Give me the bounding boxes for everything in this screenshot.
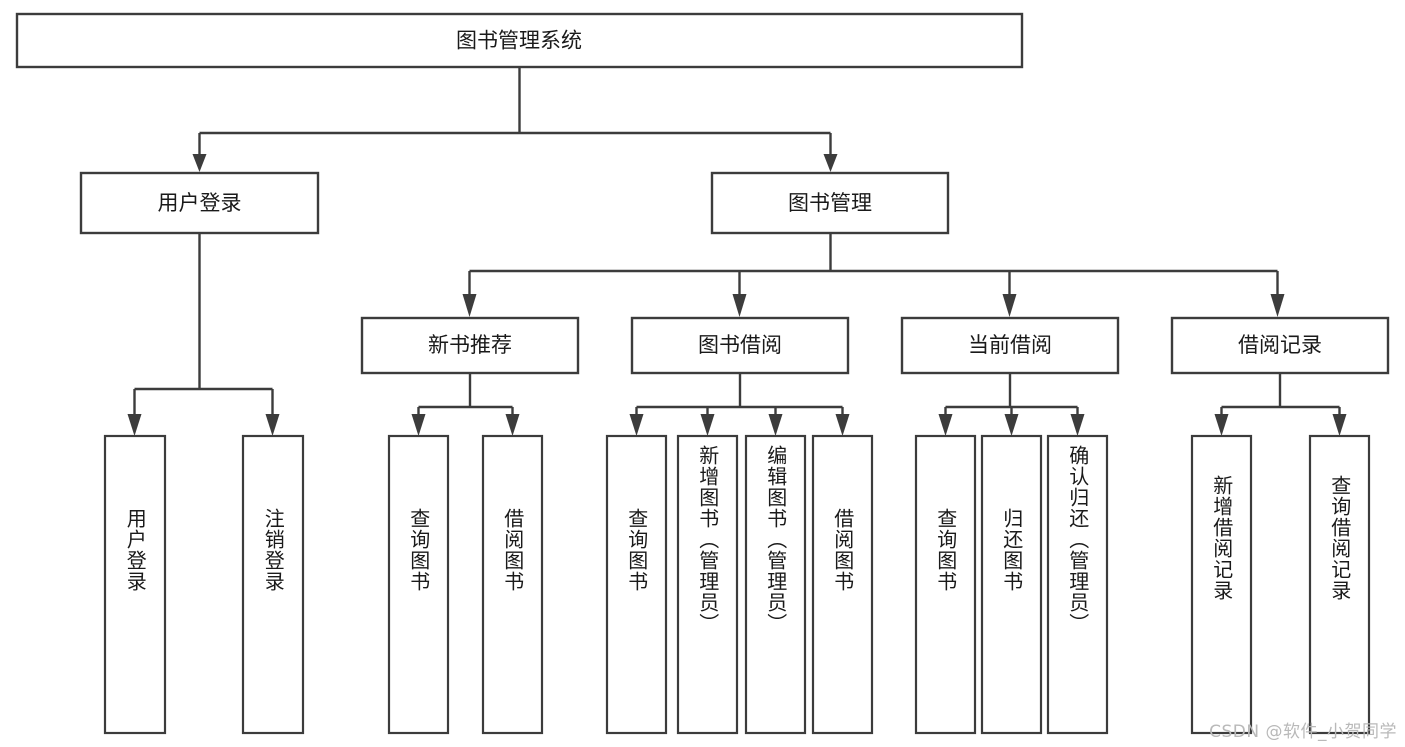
arrow-head-leaf-borrow-book-rec bbox=[505, 414, 520, 436]
arrow-head-leaf-query-book-current bbox=[938, 414, 953, 436]
node-user-login-label: 用户登录 bbox=[158, 191, 242, 215]
arrow-head-leaf-add-record bbox=[1214, 414, 1229, 436]
node-new-book-rec-box bbox=[360, 316, 580, 375]
node-book-borrow[interactable]: 图书借阅 bbox=[630, 316, 850, 375]
arrow-head-leaf-user-logout bbox=[265, 414, 280, 436]
leaf-box-user-logout[interactable] bbox=[241, 434, 305, 735]
arrow-head-leaf-edit-book bbox=[768, 414, 783, 436]
node-book-manage-label: 图书管理 bbox=[788, 191, 872, 215]
leaf-box-user-login[interactable] bbox=[103, 434, 167, 735]
leaf-box-edit-book[interactable] bbox=[744, 434, 807, 735]
leaf-box-add-record[interactable] bbox=[1190, 434, 1253, 735]
leaf-box-borrow-book-rec[interactable] bbox=[481, 434, 544, 735]
arrow-head-user-login bbox=[192, 154, 207, 172]
node-book-manage[interactable]: 图书管理 bbox=[710, 171, 950, 235]
arrow-head-current-borrow bbox=[1002, 294, 1017, 317]
leaf-box-query-book-current[interactable] bbox=[914, 434, 977, 735]
arrow-head-book-manage bbox=[823, 154, 838, 172]
arrow-head-leaf-return-book bbox=[1004, 414, 1019, 436]
arrow-head-leaf-user-login bbox=[127, 414, 142, 436]
leaf-box-return-book[interactable] bbox=[980, 434, 1043, 735]
node-new-book-rec-label: 新书推荐 bbox=[428, 333, 512, 357]
leaf-box-confirm-return[interactable] bbox=[1046, 434, 1109, 735]
node-new-book-rec[interactable]: 新书推荐 bbox=[360, 316, 580, 375]
arrow-head-book-borrow bbox=[732, 294, 747, 317]
node-borrow-record-label: 借阅记录 bbox=[1238, 333, 1322, 357]
leaf-box-query-book-borrow[interactable] bbox=[605, 434, 668, 735]
node-book-manage-box bbox=[710, 171, 950, 235]
leaf-box-query-book-rec[interactable] bbox=[387, 434, 450, 735]
arrow-head-new-book-rec bbox=[462, 294, 477, 317]
node-root[interactable]: 图书管理系统 bbox=[15, 12, 1024, 69]
leaf-box-query-record[interactable] bbox=[1308, 434, 1371, 735]
csdn-watermark: CSDN @软件_小贺同学 bbox=[1209, 722, 1397, 742]
arrow-head-borrow-record bbox=[1270, 294, 1285, 317]
arrow-head-leaf-add-book bbox=[700, 414, 715, 436]
arrow-head-leaf-query-book-rec bbox=[411, 414, 426, 436]
leaf-box-add-book[interactable] bbox=[676, 434, 739, 735]
arrow-head-leaf-query-record bbox=[1332, 414, 1347, 436]
node-borrow-record[interactable]: 借阅记录 bbox=[1170, 316, 1390, 375]
arrow-head-leaf-borrow-book bbox=[835, 414, 850, 436]
arrow-head-leaf-confirm-return bbox=[1070, 414, 1085, 436]
node-root-box bbox=[15, 12, 1024, 69]
node-current-borrow-box bbox=[900, 316, 1120, 375]
node-root-label: 图书管理系统 bbox=[456, 29, 582, 53]
node-book-borrow-box bbox=[630, 316, 850, 375]
node-current-borrow[interactable]: 当前借阅 bbox=[900, 316, 1120, 375]
node-current-borrow-label: 当前借阅 bbox=[968, 333, 1052, 357]
leaf-box-borrow-book[interactable] bbox=[811, 434, 874, 735]
node-user-login[interactable]: 用户登录 bbox=[79, 171, 320, 235]
node-book-borrow-label: 图书借阅 bbox=[698, 333, 782, 357]
arrow-head-leaf-query-book-borrow bbox=[629, 414, 644, 436]
node-borrow-record-box bbox=[1170, 316, 1390, 375]
